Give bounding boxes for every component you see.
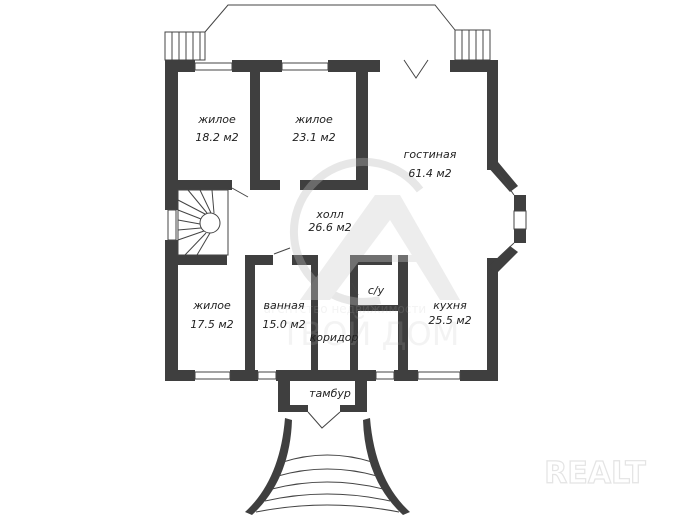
terrace-outline bbox=[204, 4, 456, 33]
room-area: 18.2 м2 bbox=[195, 131, 238, 144]
room-area: 61.4 м2 bbox=[408, 167, 451, 180]
balcony-left bbox=[164, 31, 206, 61]
watermark-tagline: агентство недвижимости bbox=[264, 302, 426, 316]
room-name: жилое bbox=[294, 113, 333, 126]
room-name: холл bbox=[315, 208, 343, 221]
interior-walls bbox=[165, 72, 408, 381]
terrace-door bbox=[403, 59, 429, 79]
realt-watermark: REALT bbox=[544, 456, 646, 491]
room-name: кухня bbox=[433, 299, 467, 312]
room-area: 25.5 м2 bbox=[428, 314, 471, 327]
room-name: с/у bbox=[368, 284, 385, 297]
agency-watermark-logo: агентство недвижимости ТВОЙ ДОМ bbox=[264, 157, 460, 353]
room-name: ванная bbox=[264, 299, 305, 312]
vestibule bbox=[278, 381, 367, 429]
door-swings bbox=[231, 187, 359, 346]
room-labels: жилое 18.2 м2 жилое 23.1 м2 гостиная 61.… bbox=[190, 113, 471, 400]
room-area: 26.6 м2 bbox=[308, 221, 351, 234]
room-name: жилое bbox=[192, 299, 231, 312]
spiral-staircase-icon bbox=[177, 189, 229, 256]
balcony-right bbox=[454, 29, 491, 61]
room-name: жилое bbox=[197, 113, 236, 126]
room-name: гостиная bbox=[404, 148, 457, 161]
room-name: коридор bbox=[310, 331, 359, 344]
room-name: тамбур bbox=[309, 387, 351, 400]
room-area: 23.1 м2 bbox=[292, 131, 335, 144]
room-area: 17.5 м2 bbox=[190, 318, 233, 331]
windows bbox=[167, 62, 527, 380]
watermark-agency-name: ТВОЙ ДОМ bbox=[280, 315, 460, 353]
room-area: 15.0 м2 bbox=[262, 318, 305, 331]
entrance-steps bbox=[245, 418, 410, 515]
